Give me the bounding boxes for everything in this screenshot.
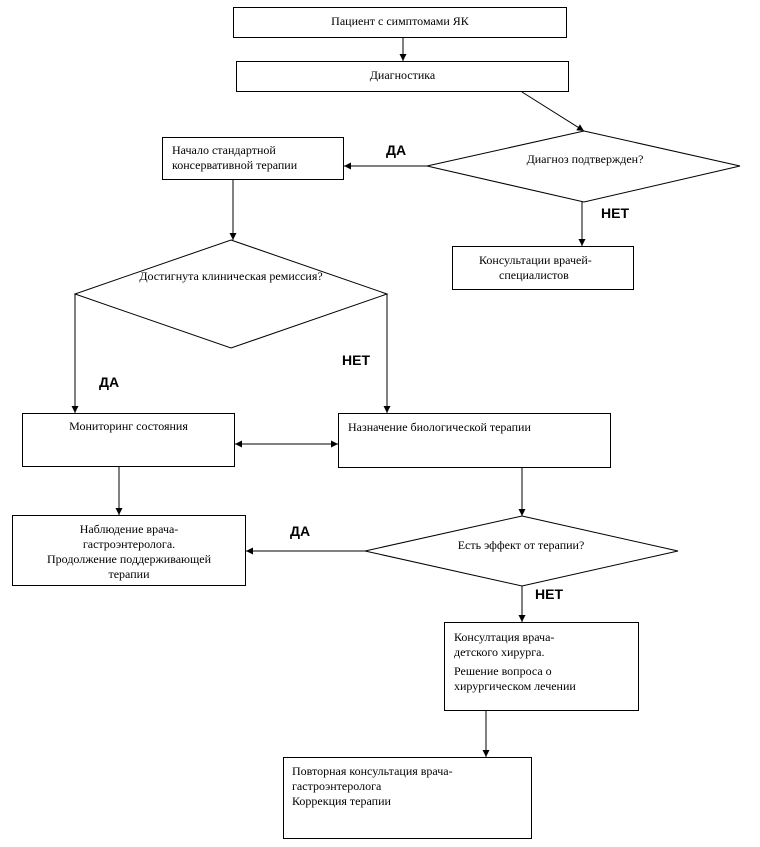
- node-standard-therapy: Начало стандартной консервативной терапи…: [162, 137, 344, 180]
- node-repeat-gastro-line-3: Коррекция терапии: [292, 794, 391, 808]
- label-yes-remission: ДА: [99, 374, 120, 390]
- node-biologic-text: Назначение биологической терапии: [348, 420, 531, 434]
- node-repeat-gastro-line-2: гастроэнтеролога: [292, 779, 382, 793]
- label-no-remission: НЕТ: [342, 352, 370, 368]
- decision-diagnosis-confirmed-text: Диагноз подтвержден?: [480, 152, 690, 167]
- node-repeat-gastro-line-1: Повторная консультация врача-: [292, 764, 453, 778]
- decision-remission-line-2: ремиссия?: [269, 269, 323, 283]
- node-patient: Пациент с симптомами ЯК: [233, 7, 567, 38]
- decision-therapy-effect-line-1: Есть эффект от терапии?: [457, 538, 585, 552]
- decision-diagnosis-confirmed-shape: [426, 130, 741, 203]
- label-no-diagnosis: НЕТ: [601, 205, 629, 221]
- decision-therapy-effect-shape: [364, 515, 679, 587]
- node-gastro-observation-line-4: терапии: [108, 567, 150, 581]
- node-monitoring: Мониторинг состояния: [22, 413, 235, 467]
- node-gastro-observation-line-2: гастроэнтеролога.: [82, 537, 176, 551]
- node-biologic: Назначение биологической терапии: [338, 413, 611, 468]
- decision-diagnosis-confirmed-line-1: Диагноз подтвержден?: [526, 152, 644, 166]
- node-gastro-observation-line-3: Продолжение поддерживающей: [47, 552, 211, 566]
- node-surgeon-line-3: Решение вопроса о: [454, 664, 552, 678]
- node-surgeon-line-1: Консултация врача-: [454, 630, 555, 644]
- label-no-effect: НЕТ: [535, 586, 563, 602]
- node-patient-text: Пациент с симптомами ЯК: [331, 14, 469, 28]
- label-yes-effect: ДА: [290, 523, 311, 539]
- node-specialists: Консультации врачей- специалистов: [452, 246, 634, 290]
- arrow-diagnostics-to-decision: [521, 91, 585, 132]
- node-monitoring-text: Мониторинг состояния: [69, 419, 188, 433]
- node-surgeon-line-2: детского хирурга.: [454, 645, 545, 659]
- node-diagnostics: Диагностика: [236, 61, 569, 92]
- decision-remission-text: Достигнута клиническая ремиссия?: [126, 269, 336, 284]
- decision-remission-line-1: Достигнута клиническая: [139, 269, 267, 283]
- node-surgeon-line-4: хирургическом лечении: [454, 679, 576, 693]
- decision-therapy-effect-text: Есть эффект от терапии?: [416, 538, 626, 553]
- node-specialists-line-1: Консультации врачей-: [479, 253, 592, 267]
- label-yes-diagnosis: ДА: [386, 142, 407, 158]
- decision-remission-shape: [73, 239, 389, 349]
- node-gastro-observation-line-1: Наблюдение врача-: [79, 522, 179, 536]
- node-surgeon: Консултация врача- детского хирурга. Реш…: [444, 622, 639, 711]
- node-diagnostics-text: Диагностика: [369, 68, 436, 82]
- node-specialists-line-2: специалистов: [499, 268, 569, 282]
- node-gastro-observation: Наблюдение врача- гастроэнтеролога. Прод…: [12, 515, 246, 586]
- node-standard-therapy-line-2: консервативной терапии: [172, 158, 298, 172]
- node-standard-therapy-line-1: Начало стандартной: [172, 143, 276, 157]
- node-repeat-gastro: Повторная консультация врача- гастроэнте…: [283, 757, 532, 839]
